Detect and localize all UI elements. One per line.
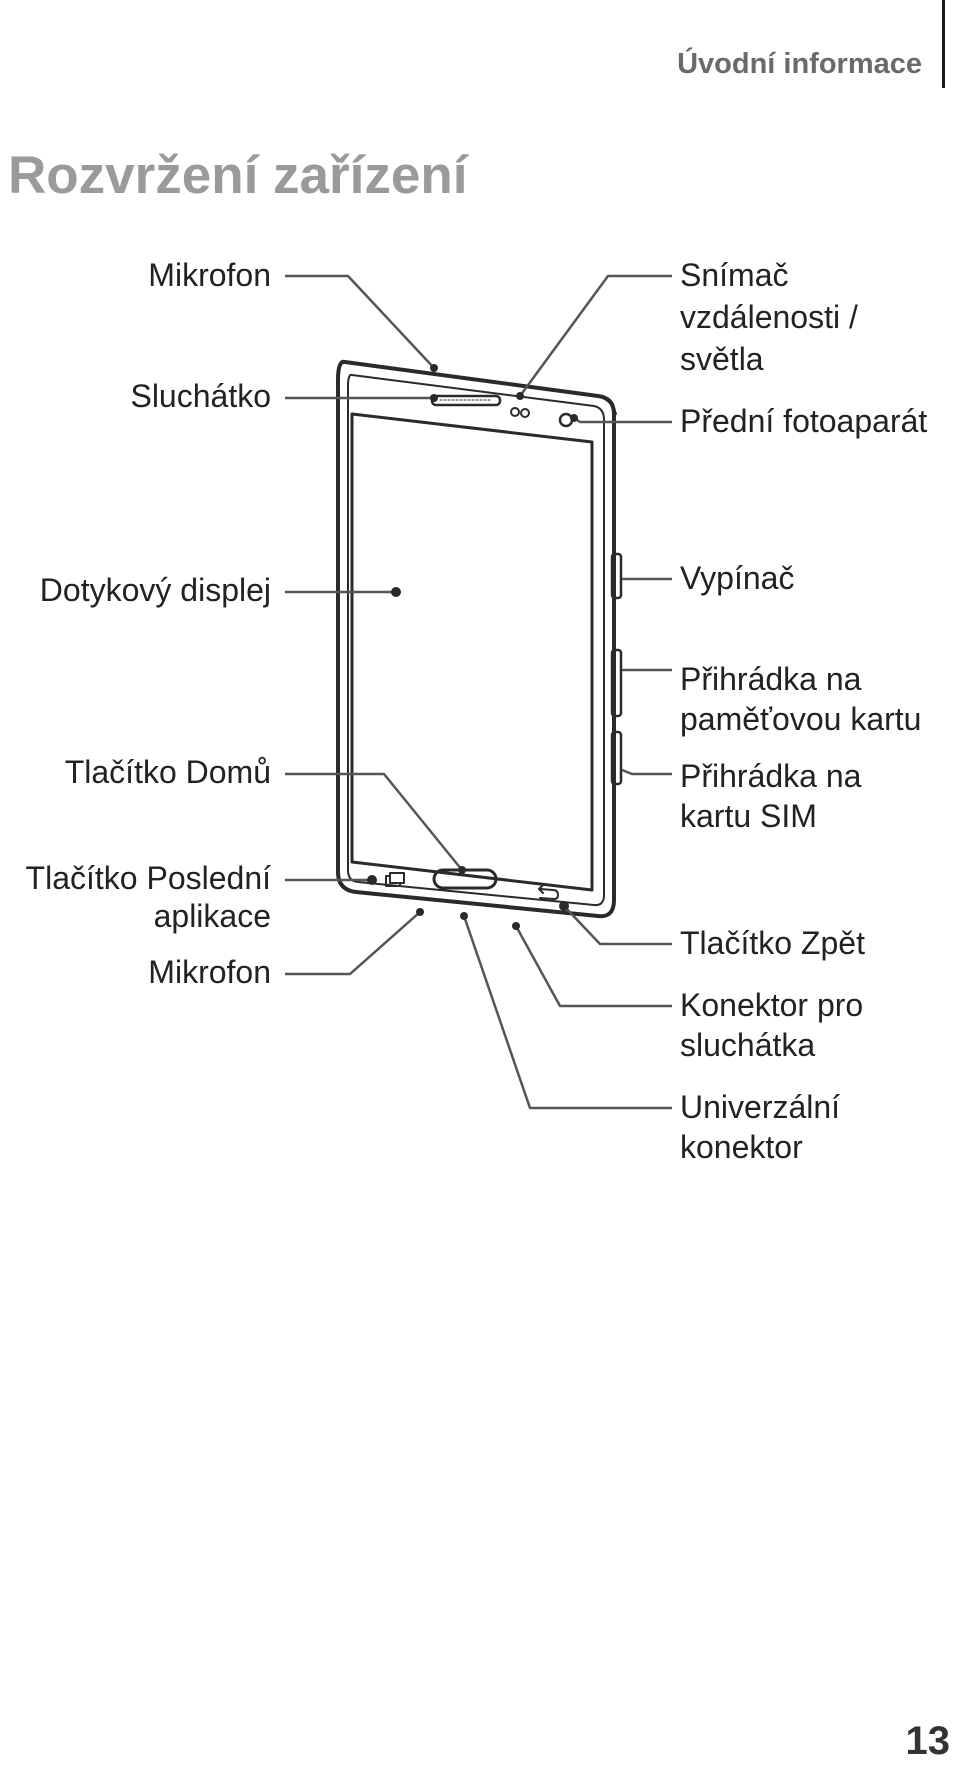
- label-multipurpose-jack-line2: konektor: [680, 1129, 803, 1165]
- label-multipurpose-jack-line1: Univerzální: [680, 1089, 841, 1125]
- label-microphone-bottom: Mikrofon: [148, 954, 271, 990]
- label-proximity-sensor-line2: vzdálenosti /: [680, 299, 858, 335]
- label-power-key: Vypínač: [680, 560, 795, 596]
- label-home-key: Tlačítko Domů: [64, 754, 271, 790]
- label-microphone-top: Mikrofon: [148, 257, 271, 293]
- label-recent-apps-key-line2: aplikace: [153, 898, 271, 934]
- label-memory-card-tray-line1: Přihrádka na: [680, 661, 862, 697]
- label-touchscreen: Dotykový displej: [39, 572, 271, 608]
- front-camera: [558, 412, 574, 428]
- label-headset-jack-line1: Konektor pro: [680, 987, 864, 1023]
- section-title: Úvodní informace: [677, 48, 922, 80]
- screen: [350, 412, 594, 892]
- page-number: 13: [905, 1719, 951, 1763]
- label-proximity-sensor-line1: Snímač: [680, 257, 789, 293]
- label-earpiece: Sluchátko: [130, 378, 271, 414]
- page-title: Rozvržení zařízení: [8, 146, 468, 205]
- label-memory-card-tray-line2: paměťovou kartu: [680, 701, 922, 737]
- phone-side-edge: [597, 395, 617, 901]
- label-back-key: Tlačítko Zpět: [680, 925, 865, 961]
- power-key: [610, 552, 623, 600]
- label-front-camera: Přední fotoaparát: [680, 403, 928, 439]
- sim-tray: [610, 730, 623, 786]
- proximity-sensor: [510, 407, 520, 417]
- label-proximity-sensor-line3: světla: [680, 341, 764, 377]
- label-recent-apps-key-line1: Tlačítko Poslední: [25, 860, 271, 896]
- phone-bezel: [347, 373, 605, 907]
- memory-card-tray: [610, 648, 623, 718]
- label-sim-tray-line2: kartu SIM: [680, 798, 817, 834]
- label-headset-jack-line2: sluchátka: [680, 1027, 816, 1063]
- label-sim-tray-line1: Přihrádka na: [680, 758, 862, 794]
- back-icon: [538, 884, 559, 900]
- header-rule: [942, 0, 945, 88]
- phone-body: [336, 359, 616, 919]
